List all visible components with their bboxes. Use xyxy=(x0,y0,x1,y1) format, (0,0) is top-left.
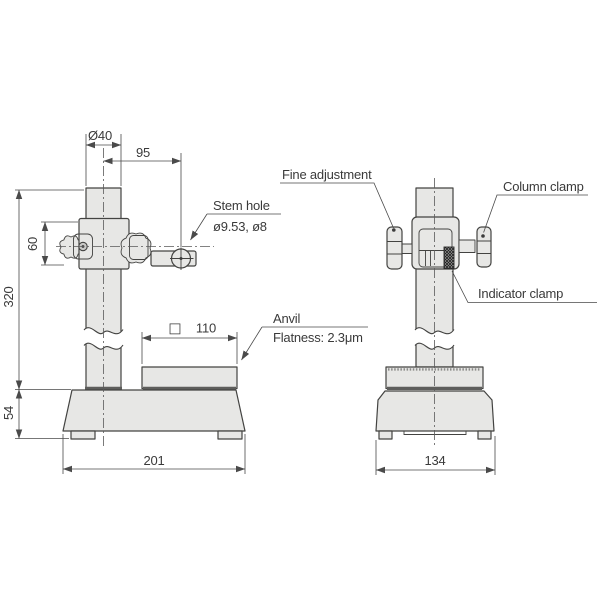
side-base-foot-left xyxy=(378,430,393,440)
dim-clamp-height-text: 60 xyxy=(25,237,40,251)
front-base-foot-left xyxy=(70,430,96,440)
column-clamp-label: Column clamp xyxy=(503,179,584,194)
dimension-base-width-side: 134 xyxy=(375,436,496,475)
side-fine-adjust-knob xyxy=(386,226,403,270)
indicator-clamp-label: Indicator clamp xyxy=(478,286,563,301)
side-base-foot-right xyxy=(477,430,492,440)
side-column-clamp-leader-dot xyxy=(481,234,485,238)
dimension-base-width-front: 201 xyxy=(62,434,246,474)
dimension-column-height: 320 xyxy=(1,189,84,390)
side-indicator-clamp xyxy=(443,246,455,269)
callout-indicator-clamp: Indicator clamp xyxy=(451,270,597,303)
callout-stem-hole: Stem hole ø9.53, ø8 xyxy=(190,198,281,241)
anvil-square-symbol: □ xyxy=(168,321,181,337)
dim-column-height-text: 320 xyxy=(1,286,16,307)
dimension-stem-offset: 95 xyxy=(103,145,182,247)
dimension-anvil-width: □ 110 xyxy=(141,321,238,364)
anvil-value: Flatness: 2.3μm xyxy=(273,330,363,345)
side-fine-adjust-shaft xyxy=(401,243,413,254)
front-anvil xyxy=(141,366,238,390)
front-column-clamp-hub xyxy=(129,235,149,260)
side-view xyxy=(375,178,495,447)
side-column-clamp-knob xyxy=(476,226,492,268)
stem-hole-value: ø9.53, ø8 xyxy=(213,219,267,234)
dim-column-diameter-text: Ø40 xyxy=(88,128,112,143)
front-view xyxy=(56,148,246,447)
dim-base-height-text: 54 xyxy=(1,406,16,420)
side-fine-adjust-grooves xyxy=(387,241,402,255)
front-base-foot-right xyxy=(217,430,243,440)
dim-base-width-front-text: 201 xyxy=(143,453,164,468)
side-column-clamp-collar xyxy=(458,239,476,253)
side-base xyxy=(375,390,495,432)
side-column-clamp-grooves xyxy=(477,240,491,254)
dim-base-width-side-text: 134 xyxy=(424,453,445,468)
anvil-title: Anvil xyxy=(273,311,300,326)
dimension-clamp-height: 60 xyxy=(25,221,78,266)
callout-column-clamp: Column clamp xyxy=(483,179,588,233)
fine-adjustment-label: Fine adjustment xyxy=(282,167,372,182)
callout-fine-adjustment: Fine adjustment xyxy=(280,167,396,232)
side-base-bottom-step xyxy=(403,431,467,435)
front-column-clamp-knob xyxy=(120,232,152,264)
fine-adjustment-leader-dot xyxy=(392,228,396,232)
dim-stem-offset-text: 95 xyxy=(136,145,150,160)
stem-hole-title: Stem hole xyxy=(213,198,270,213)
dimension-base-height: 54 xyxy=(1,389,69,439)
dim-anvil-width-text: 110 xyxy=(196,321,216,336)
front-base xyxy=(62,389,246,432)
side-break-line-top xyxy=(414,327,455,335)
front-fine-adjust-knob xyxy=(59,235,83,259)
callout-anvil: Anvil Flatness: 2.3μm xyxy=(241,311,368,361)
front-stem-hole-center xyxy=(179,257,183,260)
